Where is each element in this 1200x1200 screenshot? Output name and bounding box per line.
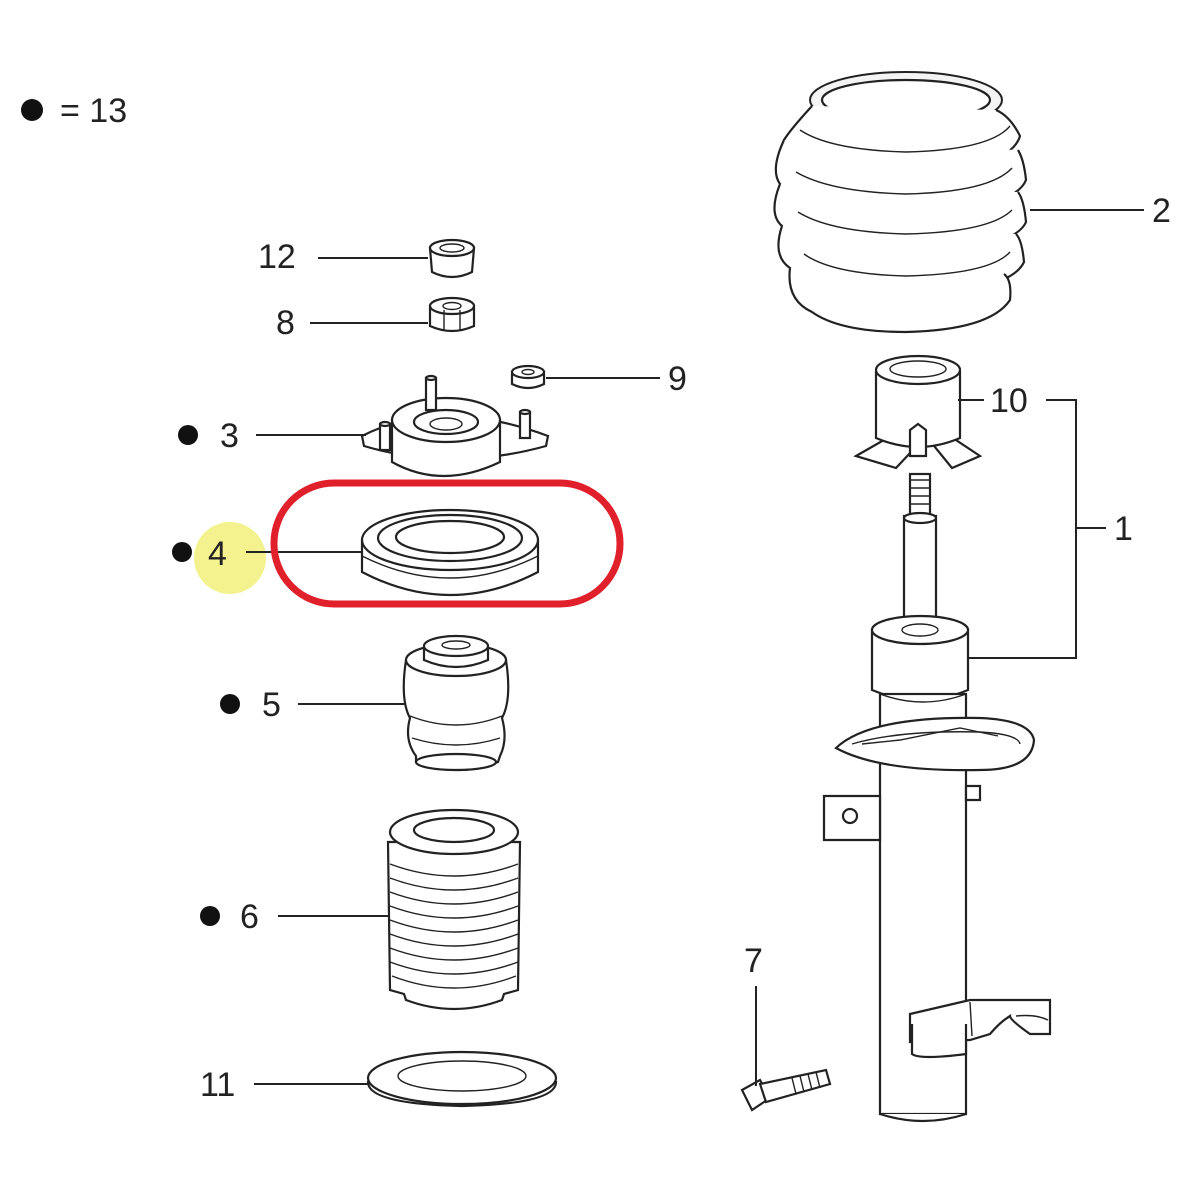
callout-6: 6: [240, 898, 259, 936]
callout-4: 4: [208, 535, 227, 573]
part-4-bearing: [360, 508, 540, 597]
part-1-shock-absorber: [822, 472, 1052, 1123]
part-7-bolt: [740, 1068, 832, 1112]
callout-9: 9: [668, 360, 687, 398]
label-4-highlight: [194, 522, 266, 594]
callout-5: 5: [262, 686, 281, 724]
callout-7: 7: [744, 942, 763, 980]
part-5-bullet: [220, 694, 240, 714]
part-6-dust-boot: [386, 808, 522, 1011]
legend-text: = 13: [60, 92, 127, 130]
part-6-bullet: [200, 906, 220, 926]
part-8-nut: [428, 296, 476, 333]
legend-bullet: [21, 99, 43, 121]
part-4-bullet: [172, 542, 192, 562]
part-10-spring-cup: [853, 354, 983, 470]
part-3-bullet: [178, 425, 198, 445]
part-12-cap: [428, 238, 476, 279]
callout-1: 1: [1114, 510, 1133, 548]
part-2-coil-spring: [773, 71, 1028, 334]
part-9-small-nut: [510, 364, 546, 390]
callout-11: 11: [200, 1066, 235, 1104]
callout-2: 2: [1152, 192, 1171, 230]
part-11-spring-seat: [366, 1050, 558, 1108]
leader-10-bracket: [968, 399, 1077, 659]
callout-8: 8: [276, 304, 295, 342]
callout-12: 12: [258, 238, 296, 276]
part-5-bump-stop: [402, 634, 510, 772]
part-3-strut-mount: [360, 374, 550, 477]
callout-3: 3: [220, 417, 239, 455]
highlight-ring: [270, 479, 624, 608]
callout-10: 10: [990, 382, 1028, 420]
